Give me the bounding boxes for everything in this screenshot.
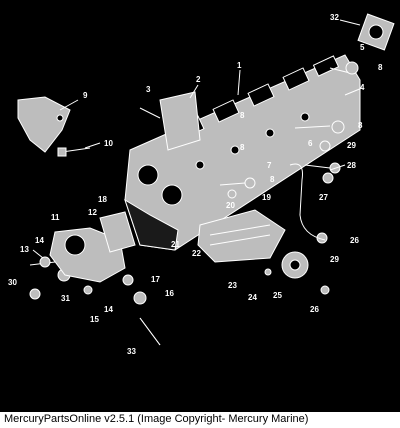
callout-30: 30 <box>8 278 17 287</box>
callout-8b: 8 <box>240 111 245 120</box>
exhaust-manifold <box>124 54 361 251</box>
callout-20: 20 <box>226 201 235 210</box>
pump-assembly <box>281 251 309 279</box>
water-tube <box>289 163 326 241</box>
callout-17: 17 <box>151 275 160 284</box>
callout-31: 31 <box>61 294 70 303</box>
thermostat-housing <box>49 211 136 283</box>
callout-26a: 26 <box>350 236 359 245</box>
washers-nuts <box>29 61 359 305</box>
callout-3: 3 <box>146 85 151 94</box>
callout-8a: 8 <box>378 63 383 72</box>
callout-8e: 8 <box>270 175 275 184</box>
callout-8d: 8 <box>358 121 363 130</box>
callout-2: 2 <box>196 75 201 84</box>
callout-27: 27 <box>319 193 328 202</box>
callout-25: 25 <box>273 291 282 300</box>
callout-1: 1 <box>237 61 242 70</box>
callout-5: 5 <box>360 43 365 52</box>
long-bolt <box>139 317 161 346</box>
callout-28: 28 <box>347 161 356 170</box>
callout-4: 4 <box>360 83 365 92</box>
callout-22: 22 <box>192 249 201 258</box>
callout-13: 13 <box>20 245 29 254</box>
callout-21: 21 <box>171 240 180 249</box>
callout-18: 18 <box>98 195 107 204</box>
callout-29b: 29 <box>330 255 339 264</box>
callout-32: 32 <box>330 13 339 22</box>
manifold-cover <box>197 209 286 263</box>
callout-7: 7 <box>267 161 272 170</box>
callout-10: 10 <box>104 139 113 148</box>
callout-14a: 14 <box>35 236 44 245</box>
callout-6: 6 <box>308 139 313 148</box>
callout-labels: 1 2 3 4 5 6 7 8 8 8 8 8 9 10 11 12 13 14… <box>8 13 383 356</box>
callout-16: 16 <box>165 289 174 298</box>
callout-12: 12 <box>88 208 97 217</box>
callout-19: 19 <box>262 193 271 202</box>
callout-29a: 29 <box>347 141 356 150</box>
callout-26b: 26 <box>310 305 319 314</box>
callout-15: 15 <box>90 315 99 324</box>
manifold-gasket <box>159 91 201 151</box>
callout-14b: 14 <box>104 305 113 314</box>
leader-lines <box>32 19 363 259</box>
callout-33: 33 <box>127 347 136 356</box>
image-caption: MercuryPartsOnline v2.5.1 (Image Copyrig… <box>4 413 309 425</box>
callout-8c: 8 <box>240 143 245 152</box>
callout-9: 9 <box>83 91 88 100</box>
callout-23: 23 <box>228 281 237 290</box>
callout-11: 11 <box>51 213 60 222</box>
exploded-parts-diagram: 1 2 3 4 5 6 7 8 8 8 8 8 9 10 11 12 13 14… <box>0 0 400 412</box>
elbow-gasket <box>357 13 395 51</box>
callout-24: 24 <box>248 293 257 302</box>
mounting-bracket <box>17 96 71 153</box>
